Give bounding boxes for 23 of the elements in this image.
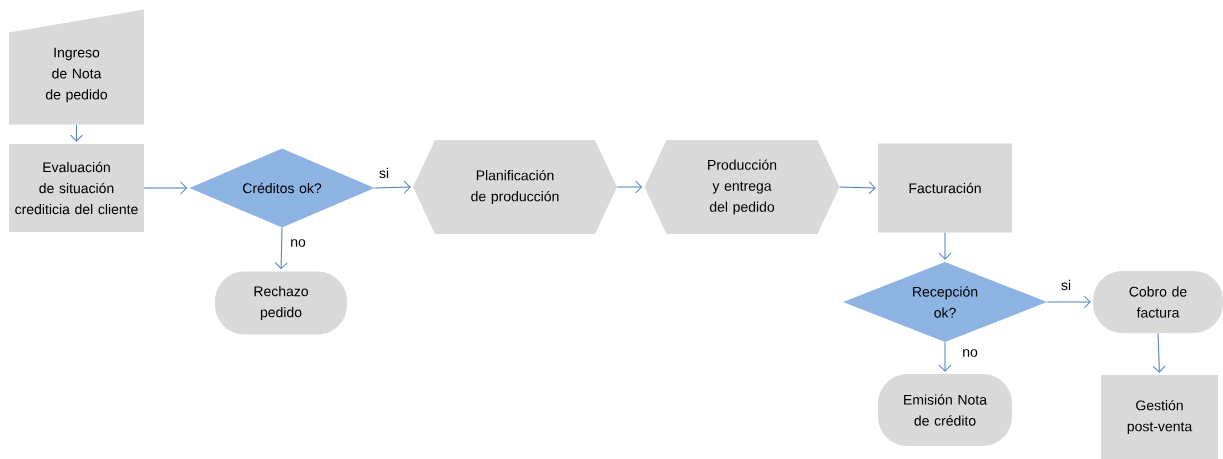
manual-input-box: Ingreso de Nota de pedido (9, 9, 144, 125)
arrow (839, 181, 876, 195)
process-box: Evaluación de situación crediticia del cliente (9, 144, 144, 232)
edge-label: si (1059, 278, 1073, 292)
arrow (70, 124, 83, 142)
arrow (1046, 295, 1091, 309)
arrow (274, 227, 288, 270)
arrow (374, 180, 411, 194)
preparation-hexagon: Planificación de producción (413, 140, 617, 234)
arrow (616, 180, 643, 194)
edge-label: no (961, 348, 979, 358)
terminal-box: Emisión Nota de crédito (878, 374, 1012, 446)
arrow (938, 341, 952, 372)
preparation-hexagon: Producción y entrega del pedido (644, 140, 840, 234)
arrow (938, 232, 952, 260)
process-box: Gestión post-venta (1101, 375, 1218, 459)
arrow (143, 181, 188, 195)
edge-label: no (289, 238, 307, 248)
arrow (1152, 332, 1166, 373)
process-box: Facturación (878, 143, 1012, 233)
terminal-box: Rechazo pedido (215, 271, 347, 335)
edge-label: si (377, 166, 391, 180)
terminal-box: Cobro de factura (1093, 271, 1223, 333)
